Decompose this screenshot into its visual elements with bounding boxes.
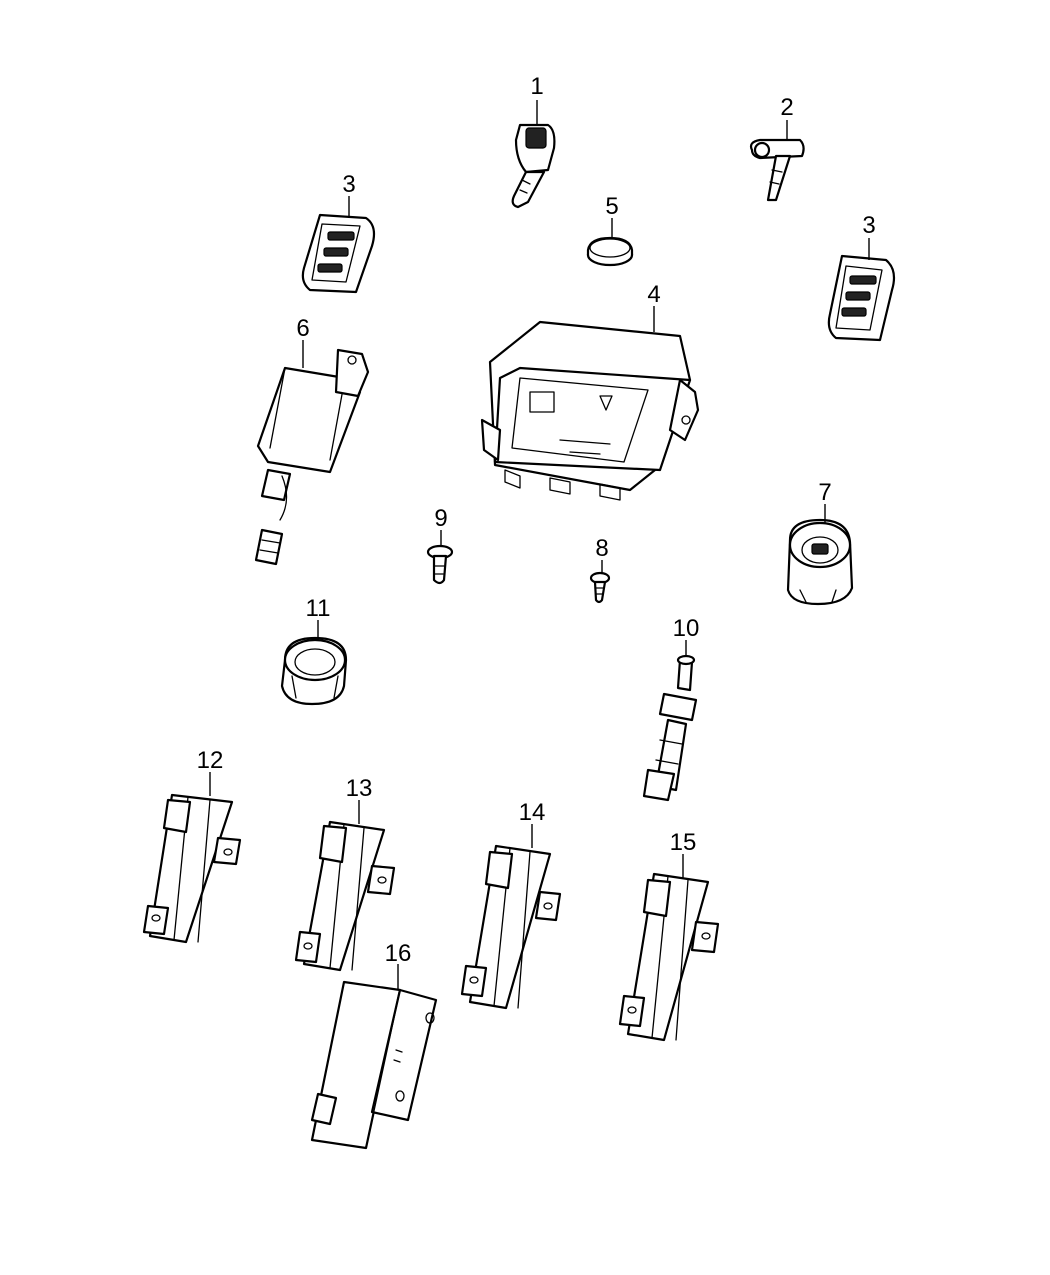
part-9-push-pin[interactable] — [426, 544, 454, 585]
callout-12[interactable]: 12 — [197, 747, 224, 774]
part-13-antenna[interactable] — [294, 820, 396, 972]
callout-11[interactable]: 11 — [306, 595, 331, 622]
callout-14[interactable]: 14 — [519, 799, 546, 826]
part-3-key-fob-left[interactable] — [301, 213, 376, 294]
callout-7[interactable]: 7 — [818, 479, 831, 506]
callout-1[interactable]: 1 — [530, 73, 543, 100]
part-2-emergency-key[interactable] — [749, 138, 805, 202]
callout-13[interactable]: 13 — [346, 775, 373, 802]
callout-10[interactable]: 10 — [673, 615, 700, 642]
callout-3-left[interactable]: 3 — [342, 171, 355, 198]
part-15-antenna[interactable] — [618, 872, 720, 1042]
callout-2[interactable]: 2 — [780, 94, 793, 121]
part-7-start-switch[interactable] — [786, 518, 854, 606]
callout-4[interactable]: 4 — [647, 281, 660, 308]
callout-8[interactable]: 8 — [595, 535, 608, 562]
part-16-antenna[interactable] — [310, 980, 438, 1150]
part-1-key[interactable] — [511, 123, 556, 209]
part-11-antenna-ring[interactable] — [280, 636, 348, 706]
part-3-key-fob-right[interactable] — [827, 254, 896, 342]
part-10-lock-cylinder[interactable] — [642, 654, 698, 802]
callout-9[interactable]: 9 — [434, 505, 447, 532]
callout-16[interactable]: 16 — [385, 940, 412, 967]
part-6-receiver-module[interactable] — [254, 348, 370, 566]
callout-6[interactable]: 6 — [296, 315, 309, 342]
callout-5[interactable]: 5 — [605, 193, 618, 220]
part-4-control-module[interactable] — [480, 320, 700, 501]
callout-15[interactable]: 15 — [670, 829, 697, 856]
part-5-battery[interactable] — [586, 236, 634, 267]
part-8-screw[interactable] — [589, 571, 611, 604]
part-14-antenna[interactable] — [460, 844, 562, 1010]
callout-3-right[interactable]: 3 — [862, 212, 875, 239]
part-12-antenna[interactable] — [142, 793, 242, 944]
